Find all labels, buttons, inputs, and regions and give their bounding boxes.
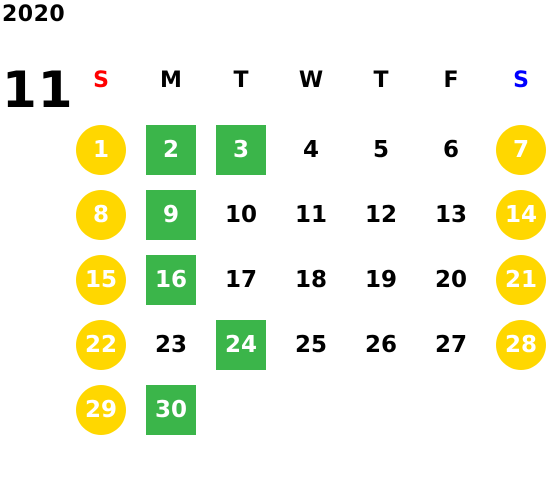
weekday-header-wed: W: [298, 68, 324, 93]
day-number: 2: [162, 137, 179, 163]
day-cell-24[interactable]: 24: [215, 320, 267, 370]
day-cell-13[interactable]: 13: [425, 190, 477, 240]
day-number: 9: [162, 202, 179, 228]
day-cell-15[interactable]: 15: [75, 255, 127, 305]
day-cell-4[interactable]: 4: [285, 125, 337, 175]
day-number: 27: [434, 332, 467, 358]
day-cell-23[interactable]: 23: [145, 320, 197, 370]
weekday-header-thu: T: [373, 68, 389, 93]
day-cell-22[interactable]: 22: [75, 320, 127, 370]
day-number: 21: [504, 267, 537, 293]
day-cell-12[interactable]: 12: [355, 190, 407, 240]
day-cell-29[interactable]: 29: [75, 385, 127, 435]
day-number: 5: [372, 137, 389, 163]
day-number: 13: [434, 202, 467, 228]
day-number: 28: [504, 332, 537, 358]
day-number: 17: [224, 267, 257, 293]
day-number: 23: [154, 332, 187, 358]
day-cell-2[interactable]: 2: [145, 125, 197, 175]
day-cell-3[interactable]: 3: [215, 125, 267, 175]
day-number: 22: [84, 332, 117, 358]
day-cell-11[interactable]: 11: [285, 190, 337, 240]
day-number: 14: [504, 202, 537, 228]
day-number: 30: [154, 397, 187, 423]
weekday-header-tue: T: [233, 68, 249, 93]
day-number: 24: [224, 332, 257, 358]
day-number: 6: [442, 137, 459, 163]
day-cell-19[interactable]: 19: [355, 255, 407, 305]
day-number: 10: [224, 202, 257, 228]
day-number: 18: [294, 267, 327, 293]
weekday-header-mon: M: [160, 68, 182, 93]
day-number: 11: [294, 202, 327, 228]
day-cell-1[interactable]: 1: [75, 125, 127, 175]
day-number: 26: [364, 332, 397, 358]
weekday-header-sat: S: [513, 68, 529, 93]
day-cell-16[interactable]: 16: [145, 255, 197, 305]
day-number: 20: [434, 267, 467, 293]
day-number: 3: [232, 137, 249, 163]
day-cell-7[interactable]: 7: [495, 125, 547, 175]
day-number: 15: [84, 267, 117, 293]
day-cell-10[interactable]: 10: [215, 190, 267, 240]
day-cell-18[interactable]: 18: [285, 255, 337, 305]
day-cell-9[interactable]: 9: [145, 190, 197, 240]
day-cell-14[interactable]: 14: [495, 190, 547, 240]
day-cell-6[interactable]: 6: [425, 125, 477, 175]
day-cell-28[interactable]: 28: [495, 320, 547, 370]
day-number: 12: [364, 202, 397, 228]
day-cell-17[interactable]: 17: [215, 255, 267, 305]
weekday-header-fri: F: [443, 68, 459, 93]
day-cell-20[interactable]: 20: [425, 255, 477, 305]
day-number: 7: [512, 137, 529, 163]
day-cell-26[interactable]: 26: [355, 320, 407, 370]
day-number: 25: [294, 332, 327, 358]
day-cell-21[interactable]: 21: [495, 255, 547, 305]
weekday-header-sun: S: [93, 68, 109, 93]
day-cell-30[interactable]: 30: [145, 385, 197, 435]
day-number: 8: [92, 202, 109, 228]
year-label: 2020: [2, 2, 66, 27]
day-number: 29: [84, 397, 117, 423]
day-cell-27[interactable]: 27: [425, 320, 477, 370]
month-number: 11: [2, 61, 74, 119]
day-number: 16: [154, 267, 187, 293]
day-number: 19: [364, 267, 397, 293]
day-number: 4: [302, 137, 319, 163]
day-cell-25[interactable]: 25: [285, 320, 337, 370]
day-cell-5[interactable]: 5: [355, 125, 407, 175]
day-number: 1: [92, 137, 109, 163]
day-cell-8[interactable]: 8: [75, 190, 127, 240]
